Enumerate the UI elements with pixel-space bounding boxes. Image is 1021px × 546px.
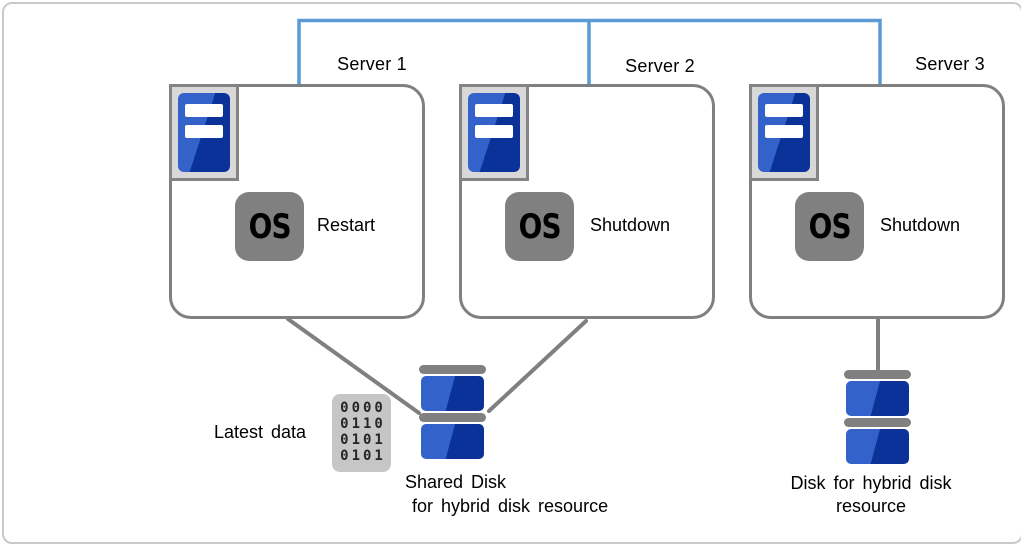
server3-status: Shutdown: [880, 215, 961, 235]
tower-slot-bar: [185, 104, 223, 117]
os-icon-text: OS: [248, 206, 291, 247]
disk-body: [421, 424, 484, 459]
server2-status: Shutdown: [590, 215, 671, 235]
binary-row: 0110: [340, 416, 386, 432]
shared-disk-label-line1: Shared Disk: [405, 472, 507, 492]
server2-label: Server 2: [625, 56, 695, 76]
os-icon-text: OS: [808, 206, 851, 247]
binary-data-icon: 0000 0110 0101 0101: [332, 394, 391, 472]
server-tower-glyph: [758, 93, 810, 172]
hybrid-disk-label-line1: Disk for hybrid disk: [790, 473, 952, 493]
disk-platter-bar: [844, 418, 911, 427]
server1-shared-disk-connector-line: [286, 317, 421, 415]
tower-slot-bar: [765, 104, 803, 117]
tower-slot-bar: [475, 104, 513, 117]
disk-platter-bar: [844, 370, 911, 379]
server-tower-glyph: [468, 93, 520, 172]
disk-body: [421, 376, 484, 411]
binary-row: 0000: [340, 400, 386, 416]
shared-disk-label-line2: for hybrid disk resource: [412, 496, 609, 516]
tower-slot-bar: [765, 125, 803, 138]
os-icon-text: OS: [518, 206, 561, 247]
server-icon: [749, 84, 819, 181]
latest-data-label: Latest data: [214, 422, 307, 442]
server2-shared-disk-connector-line: [487, 319, 588, 413]
connector-lines-layer: [286, 18, 882, 415]
hybrid-disk-icon: [844, 370, 911, 466]
server2-box: OS Shutdown: [459, 84, 715, 319]
binary-row: 0101: [340, 432, 386, 448]
server-icon: [459, 84, 529, 181]
os-icon: OS: [505, 192, 574, 261]
disk-platter-bar: [419, 413, 486, 422]
server-tower-glyph: [178, 93, 230, 172]
disk-body: [846, 381, 909, 416]
server-icon: [169, 84, 239, 181]
os-icon: OS: [235, 192, 304, 261]
hybrid-disk-label: Disk for hybrid disk resource: [772, 472, 970, 518]
server3-label: Server 3: [915, 54, 985, 74]
tower-slot-bar: [185, 125, 223, 138]
disk-platter-bar: [419, 365, 486, 374]
os-icon: OS: [795, 192, 864, 261]
hybrid-disk-label-line2: resource: [835, 496, 907, 516]
server1-status: Restart: [317, 215, 376, 235]
disk-body: [846, 429, 909, 464]
shared-disk-icon: [419, 365, 486, 461]
tower-slot-bar: [475, 125, 513, 138]
server3-box: OS Shutdown: [749, 84, 1005, 319]
server1-box: OS Restart: [169, 84, 425, 319]
server1-label: Server 1: [337, 54, 407, 74]
binary-row: 0101: [340, 448, 386, 464]
